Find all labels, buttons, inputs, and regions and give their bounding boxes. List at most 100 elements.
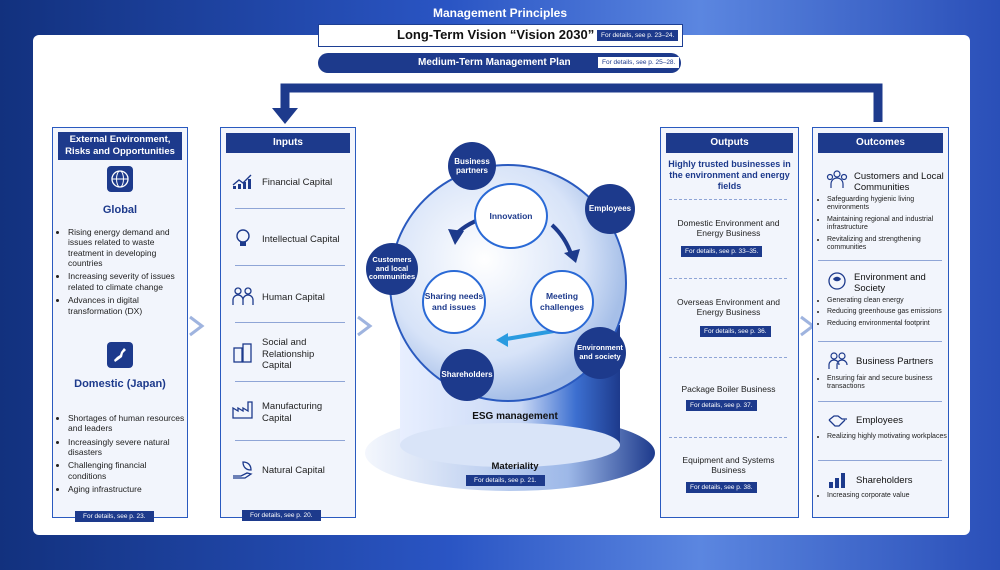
list-item: Reducing greenhouse gas emissions [827, 308, 951, 316]
list-item: Rising energy demand and issues related … [68, 227, 186, 268]
vision-title: Long-Term Vision “Vision 2030” [397, 27, 595, 42]
list-item: Reducing environmental footprint [827, 320, 951, 328]
japan-icon [107, 342, 133, 368]
materiality-label: Materiality [491, 461, 539, 472]
divider [669, 199, 787, 200]
outcomes-column: Outcomes [812, 127, 949, 518]
shareholders-icon [829, 473, 845, 488]
list-item: Challenging financial conditions [68, 460, 186, 481]
partners-icon [828, 352, 848, 369]
input-social: Social and Relationship Capital [262, 337, 315, 372]
input-intellectual: Intellectual Capital [262, 234, 340, 245]
chevron-right-icon [189, 315, 205, 337]
domestic-label: Domestic (Japan) [74, 378, 166, 390]
esg-globe-graphic [365, 164, 655, 491]
output-domestic-ref-link[interactable]: For details, see p. 33–35. [681, 246, 763, 257]
stakeholder-customers: Customers and local communities [366, 243, 418, 295]
plan-bar: Medium-Term Management Plan For details,… [318, 53, 681, 73]
input-human: Human Capital [262, 292, 325, 303]
esg-label: ESG management [472, 411, 558, 422]
external-column: External Environment, Risks and Opportun… [52, 127, 188, 522]
inputs-ref-link[interactable]: For details, see p. 20. [242, 510, 321, 521]
global-label: Global [102, 204, 138, 216]
stakeholder-environment: Environment and society [574, 327, 626, 379]
globe-icon [107, 166, 133, 192]
outcome-environment-label: Environment and Society [854, 272, 926, 294]
divider [235, 322, 345, 323]
divider [669, 437, 787, 438]
people-icon [232, 287, 254, 305]
list-item: Advances in digital transformation (DX) [68, 295, 186, 316]
domestic-list: Shortages of human resources and leaders… [59, 413, 186, 498]
cycle-innovation: Innovation [474, 183, 548, 249]
list-item: Shortages of human resources and leaders [68, 413, 186, 434]
outcome-environment-list: Generating clean energy Reducing greenho… [818, 297, 951, 331]
plan-ref-link[interactable]: For details, see p. 25–28. [598, 57, 680, 68]
output-domestic: Domestic Environment and Energy Business [677, 218, 780, 239]
list-item: Realizing highly motivating workplaces [827, 433, 951, 441]
global-list: Rising energy demand and issues related … [59, 227, 186, 319]
stakeholder-business-partners: Business partners [448, 142, 496, 190]
hand-leaf-icon [233, 461, 253, 479]
outcome-employees-label: Employees [856, 415, 903, 426]
inputs-title: Inputs [226, 133, 350, 153]
output-overseas-ref-link[interactable]: For details, see p. 36. [700, 326, 771, 337]
outcome-customers-label: Customers and Local Communities [854, 171, 944, 193]
chart-icon [232, 174, 252, 189]
vision-ref-link[interactable]: For details, see p. 23–24. [597, 30, 679, 41]
outcome-employees-list: Realizing highly motivating workplaces [818, 433, 951, 444]
divider [818, 460, 942, 461]
list-item: Aging infrastructure [68, 484, 186, 494]
outcomes-title: Outcomes [818, 133, 943, 153]
lightbulb-icon [236, 229, 250, 246]
divider [235, 208, 345, 209]
community-icon [826, 170, 848, 188]
divider [818, 260, 942, 261]
list-item: Increasingly severe natural disasters [68, 437, 186, 458]
outputs-column: Outputs Highly trusted businesses in the… [660, 127, 799, 518]
input-financial: Financial Capital [262, 177, 333, 188]
outputs-subtitle: Highly trusted businesses in the environ… [668, 159, 791, 191]
output-boiler-ref-link[interactable]: For details, see p. 37. [686, 400, 757, 411]
cycle-sharing-needs: Sharing needs and issues [422, 270, 486, 334]
external-title: External Environment, Risks and Opportun… [58, 132, 182, 160]
cycle-meeting-challenges: Meeting challenges [530, 270, 594, 334]
earth-leaf-icon [828, 272, 846, 290]
factory-icon [232, 401, 253, 419]
output-package-boiler: Package Boiler Business [681, 384, 776, 394]
divider [235, 440, 345, 441]
plan-title: Medium-Term Management Plan [418, 57, 571, 68]
input-manufacturing: Manufacturing Capital [262, 401, 323, 424]
output-equipment-ref-link[interactable]: For details, see p. 38. [686, 482, 757, 493]
divider [818, 401, 942, 402]
outcome-customers-list: Safeguarding hygienic living environment… [818, 196, 951, 255]
outputs-title: Outputs [666, 133, 793, 153]
outcome-partners-label: Business Partners [856, 356, 934, 367]
outcome-shareholders-label: Shareholders [856, 475, 913, 486]
list-item: Ensuring fair and secure business transa… [827, 375, 951, 392]
page-title: Management Principles [432, 6, 568, 20]
divider [235, 265, 345, 266]
outcome-shareholders-list: Increasing corporate value [818, 492, 951, 503]
input-natural: Natural Capital [262, 465, 325, 476]
handshake-icon [828, 415, 847, 427]
materiality-ref-link[interactable]: For details, see p. 21. [466, 475, 545, 486]
list-item: Safeguarding hygienic living environment… [827, 196, 951, 213]
feedback-arrow [272, 83, 883, 124]
output-equipment: Equipment and Systems Business [682, 455, 775, 476]
divider [669, 357, 787, 358]
chevron-right-icon [357, 315, 373, 337]
stakeholder-employees: Employees [585, 184, 635, 234]
vision-box: Long-Term Vision “Vision 2030” For detai… [318, 24, 683, 47]
buildings-icon [233, 343, 252, 363]
output-overseas: Overseas Environment and Energy Business [677, 297, 780, 318]
external-ref-link[interactable]: For details, see p. 23. [75, 511, 154, 522]
divider [235, 381, 345, 382]
list-item: Generating clean energy [827, 297, 951, 305]
divider [669, 278, 787, 279]
stakeholder-shareholders: Shareholders [440, 349, 494, 401]
list-item: Increasing corporate value [827, 492, 951, 500]
divider [818, 341, 942, 342]
outcome-partners-list: Ensuring fair and secure business transa… [818, 375, 951, 395]
list-item: Maintaining regional and industrial infr… [827, 216, 951, 233]
